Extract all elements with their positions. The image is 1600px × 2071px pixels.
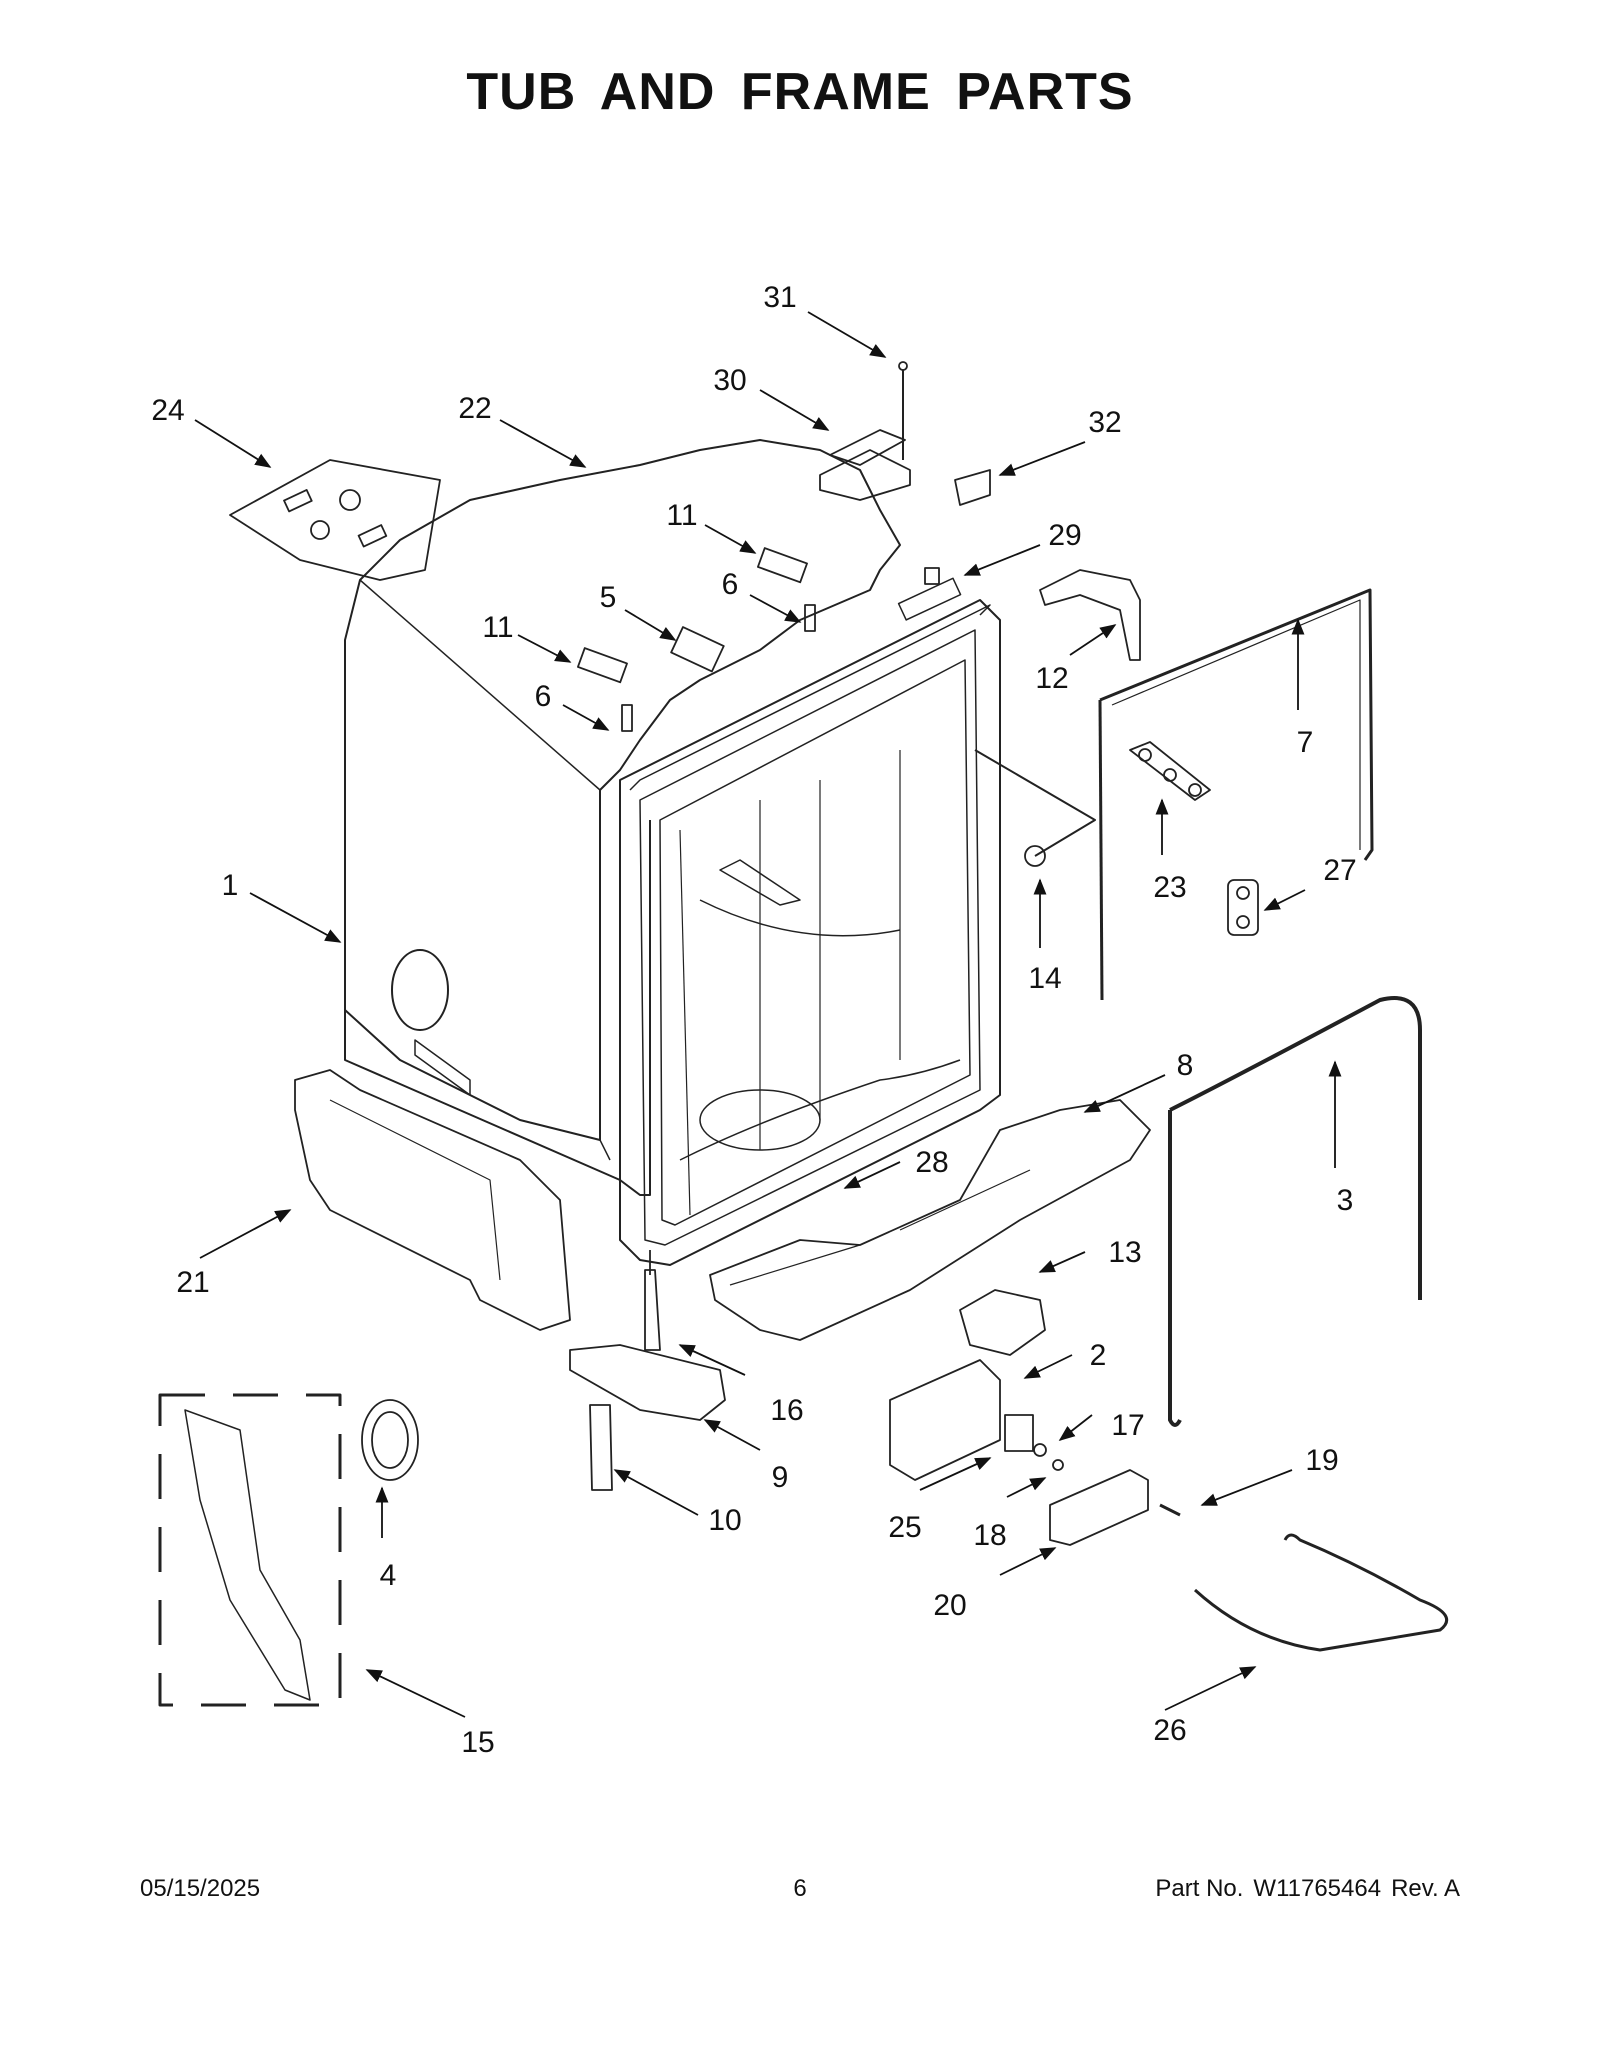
vent-assembly bbox=[819, 449, 911, 501]
callout-22: 22 bbox=[458, 392, 491, 425]
callout-27: 27 bbox=[1323, 854, 1356, 887]
leg-bracket bbox=[569, 1344, 726, 1421]
footer-page-number: 6 bbox=[793, 1875, 807, 1902]
callout-10: 10 bbox=[708, 1504, 741, 1537]
callout-25: 25 bbox=[888, 1511, 921, 1544]
callout-28: 28 bbox=[915, 1146, 948, 1179]
callout-9: 9 bbox=[772, 1461, 789, 1494]
callout-17: 17 bbox=[1111, 1409, 1144, 1442]
callout-20: 20 bbox=[933, 1589, 966, 1622]
callout-19: 19 bbox=[1305, 1444, 1338, 1477]
callout-26: 26 bbox=[1153, 1714, 1186, 1747]
callout-8: 8 bbox=[1177, 1049, 1194, 1082]
callout-14: 14 bbox=[1028, 962, 1061, 995]
callout-23: 23 bbox=[1153, 871, 1186, 904]
callout-13: 13 bbox=[1108, 1236, 1141, 1269]
part-number: W11765464 bbox=[1253, 1875, 1382, 1902]
callout-31: 31 bbox=[763, 281, 796, 314]
switch-cover bbox=[1049, 1469, 1149, 1546]
bottom-gasket bbox=[1169, 996, 1422, 1300]
callout-15: 15 bbox=[461, 1726, 494, 1759]
callout-7: 7 bbox=[1297, 726, 1314, 759]
wire-harness bbox=[1193, 1533, 1449, 1652]
page-title: TUB AND FRAME PARTS bbox=[466, 63, 1134, 121]
callout-21: 21 bbox=[176, 1266, 209, 1299]
callout-1: 1 bbox=[222, 869, 239, 902]
callout-11-left: 11 bbox=[482, 611, 513, 644]
base-pan bbox=[709, 1099, 1151, 1341]
callout-16: 16 bbox=[770, 1394, 803, 1427]
callout-5: 5 bbox=[600, 581, 617, 614]
revision: Rev. A bbox=[1391, 1875, 1460, 1902]
insulation-blanket bbox=[344, 439, 901, 1141]
callout-11-top: 11 bbox=[666, 499, 697, 532]
callout-18: 18 bbox=[973, 1519, 1006, 1552]
hardware-bag bbox=[229, 459, 441, 581]
front-bracket bbox=[294, 1069, 571, 1331]
callout-29: 29 bbox=[1048, 519, 1081, 552]
footer-part-info: Part No. W11765464 Rev. A bbox=[1145, 1875, 1460, 1903]
callout-2: 2 bbox=[1090, 1339, 1107, 1372]
callout-24: 24 bbox=[151, 394, 184, 427]
callout-6-top: 6 bbox=[722, 568, 739, 601]
door-gasket bbox=[1099, 588, 1374, 861]
callout-4: 4 bbox=[380, 1559, 397, 1592]
callout-32: 32 bbox=[1088, 406, 1121, 439]
footer-date: 05/15/2025 bbox=[140, 1875, 261, 1902]
callout-30: 30 bbox=[713, 364, 746, 397]
callout-12: 12 bbox=[1035, 662, 1068, 695]
dashed-group-box bbox=[158, 1393, 342, 1707]
tub-side bbox=[344, 820, 651, 1196]
callout-6-left: 6 bbox=[535, 680, 552, 713]
callout-3: 3 bbox=[1337, 1184, 1354, 1217]
part-label: Part No. bbox=[1155, 1875, 1244, 1902]
